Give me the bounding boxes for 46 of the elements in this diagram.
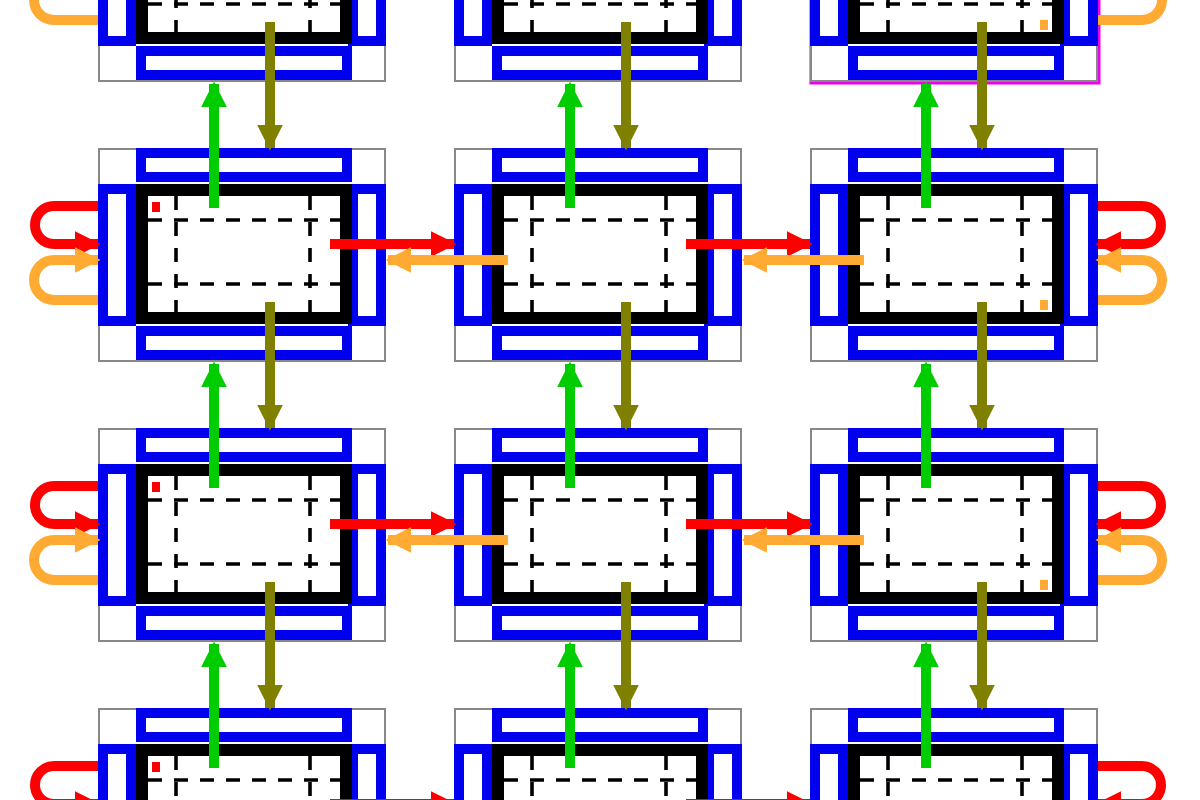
loop-arrow bbox=[29, 247, 101, 305]
loop-arrow bbox=[30, 481, 101, 537]
loop-arrow bbox=[1095, 201, 1166, 257]
loop-arrow bbox=[1095, 761, 1166, 800]
arrow bbox=[913, 641, 939, 768]
loop-arrow bbox=[1095, 0, 1167, 25]
arrow bbox=[969, 582, 995, 711]
loop-arrow bbox=[1095, 247, 1167, 305]
arrow bbox=[257, 302, 283, 431]
arrow bbox=[257, 582, 283, 711]
arrow bbox=[557, 641, 583, 768]
arrow bbox=[557, 361, 583, 488]
cell-block bbox=[454, 428, 742, 642]
arrow bbox=[330, 791, 457, 800]
loop-arrow bbox=[1095, 527, 1167, 585]
loop-arrow bbox=[29, 527, 101, 585]
cell-block bbox=[454, 148, 742, 362]
arrow bbox=[201, 361, 227, 488]
cell-block bbox=[810, 148, 1098, 362]
arrow bbox=[201, 641, 227, 768]
arrow bbox=[330, 511, 457, 537]
arrow bbox=[613, 302, 639, 431]
arrow bbox=[686, 511, 813, 537]
arrow bbox=[385, 247, 508, 273]
arrow bbox=[686, 231, 813, 257]
cell-block bbox=[98, 148, 386, 362]
arrow bbox=[557, 81, 583, 208]
arrow bbox=[201, 81, 227, 208]
arrow bbox=[913, 81, 939, 208]
arrow bbox=[330, 231, 457, 257]
loop-arrow bbox=[30, 761, 101, 800]
arrow bbox=[686, 791, 813, 800]
arrow bbox=[385, 527, 508, 553]
arrow bbox=[613, 22, 639, 151]
loop-arrow bbox=[1095, 481, 1166, 537]
loop-arrow bbox=[30, 201, 101, 257]
arrow bbox=[969, 22, 995, 151]
arrow bbox=[741, 247, 864, 273]
arrow bbox=[969, 302, 995, 431]
arrow bbox=[913, 361, 939, 488]
arrow bbox=[257, 22, 283, 151]
cell-block bbox=[98, 428, 386, 642]
cell-block bbox=[810, 428, 1098, 642]
arrow bbox=[613, 582, 639, 711]
arrow bbox=[741, 527, 864, 553]
loop-arrow bbox=[29, 0, 101, 25]
